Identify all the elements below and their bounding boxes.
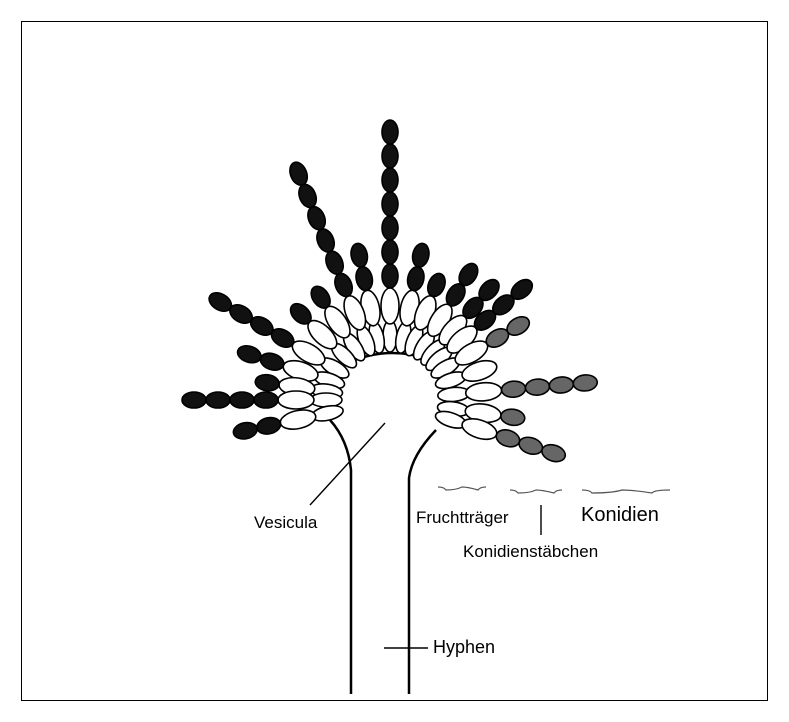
- conidium: [206, 392, 230, 408]
- conidium: [296, 182, 320, 210]
- conidium: [382, 240, 398, 264]
- label-hyphen: Hyphen: [433, 638, 495, 656]
- phialide: [381, 288, 399, 324]
- label-konidien: Konidien: [581, 505, 659, 525]
- conidium: [549, 376, 574, 394]
- conidium: [573, 374, 598, 392]
- conidium: [501, 380, 526, 398]
- conidium: [382, 144, 398, 168]
- conidium: [235, 343, 263, 366]
- conidium: [382, 168, 398, 192]
- conidium: [382, 264, 398, 288]
- conidium: [494, 427, 522, 450]
- conidium: [410, 242, 431, 269]
- conidium: [258, 350, 286, 373]
- conidium: [182, 392, 206, 408]
- conidium: [323, 249, 347, 277]
- vesicula-leader: [310, 423, 385, 505]
- conidium: [254, 373, 280, 392]
- conidium: [405, 265, 426, 292]
- vesicle-stalk: [330, 420, 436, 694]
- conidium: [314, 226, 338, 254]
- label-vesicula: Vesicula: [254, 514, 317, 531]
- conidium: [354, 265, 375, 292]
- conidium: [232, 420, 259, 441]
- conidium: [332, 271, 356, 299]
- conidium: [230, 392, 254, 408]
- conidia-rays: [182, 120, 598, 464]
- phialide: [465, 381, 502, 402]
- conidium: [254, 392, 278, 408]
- conidium: [500, 408, 526, 427]
- conidium: [255, 415, 282, 436]
- phialide: [278, 391, 314, 409]
- brace-konidien: [582, 490, 670, 493]
- brace-staebchen: [510, 490, 562, 493]
- conidium: [425, 271, 449, 299]
- brace-fruchttraeger: [438, 487, 486, 490]
- conidium: [382, 120, 398, 144]
- conidium: [382, 192, 398, 216]
- conidium: [305, 204, 329, 232]
- label-konidienstaebchen: Konidienstäbchen: [463, 543, 598, 560]
- conidium: [540, 442, 568, 465]
- conidium: [517, 434, 545, 457]
- conidium: [525, 378, 550, 396]
- conidium: [287, 160, 311, 188]
- conidium: [382, 216, 398, 240]
- label-fruchttraeger: Fruchtträger: [416, 509, 509, 526]
- conidium: [349, 242, 370, 269]
- phialide: [279, 407, 318, 432]
